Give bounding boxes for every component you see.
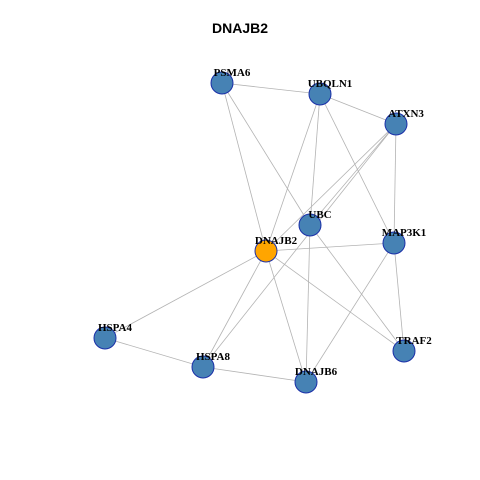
node-label-hspa4: HSPA4 xyxy=(98,322,133,334)
edge-ubc-dnajb6 xyxy=(305,224,311,383)
edge-ubqln1-dnajb2 xyxy=(265,93,321,252)
edge-atxn3-dnajb2 xyxy=(265,123,397,252)
node-hspa8[interactable] xyxy=(191,355,215,379)
node-label-traf2: TRAF2 xyxy=(396,335,432,347)
edge-dnajb2-hspa4 xyxy=(104,250,267,339)
node-layer xyxy=(93,71,416,394)
node-label-dnajb2: DNAJB2 xyxy=(255,235,298,247)
edge-layer xyxy=(104,82,405,383)
node-atxn3[interactable] xyxy=(384,112,408,136)
node-label-map3k1: MAP3K1 xyxy=(382,227,427,239)
edge-dnajb2-map3k1 xyxy=(265,242,395,252)
node-dnajb6[interactable] xyxy=(294,370,318,394)
edge-atxn3-hspa8 xyxy=(202,123,397,368)
node-label-atxn3: ATXN3 xyxy=(388,108,424,120)
node-ubc[interactable] xyxy=(298,213,322,237)
node-label-psma6: PSMA6 xyxy=(214,67,251,79)
edge-psma6-ubc xyxy=(221,82,311,226)
node-psma6[interactable] xyxy=(210,71,234,95)
edge-dnajb2-hspa8 xyxy=(202,250,267,368)
edge-ubqln1-map3k1 xyxy=(319,93,395,244)
edge-ubc-traf2 xyxy=(309,224,405,352)
edge-hspa4-hspa8 xyxy=(104,337,204,368)
edge-atxn3-ubc xyxy=(309,123,397,226)
node-ubqln1[interactable] xyxy=(308,82,332,106)
edge-ubqln1-atxn3 xyxy=(319,93,397,125)
node-dnajb2[interactable] xyxy=(254,239,278,263)
node-label-ubc: UBC xyxy=(308,209,331,221)
node-map3k1[interactable] xyxy=(382,231,406,255)
edge-hspa8-dnajb6 xyxy=(202,366,307,383)
node-hspa4[interactable] xyxy=(93,326,117,350)
edge-dnajb2-traf2 xyxy=(265,250,405,352)
node-label-dnajb6: DNAJB6 xyxy=(295,366,338,378)
edge-psma6-dnajb2 xyxy=(221,82,267,252)
edge-psma6-ubqln1 xyxy=(221,82,321,95)
edge-ubqln1-ubc xyxy=(309,93,321,226)
node-traf2[interactable] xyxy=(392,339,416,363)
edge-map3k1-traf2 xyxy=(393,242,405,352)
node-label-ubqln1: UBQLN1 xyxy=(308,78,353,90)
edge-atxn3-map3k1 xyxy=(393,123,397,244)
diagram-title: DNAJB2 xyxy=(211,20,268,36)
edge-dnajb2-dnajb6 xyxy=(265,250,307,383)
edge-map3k1-dnajb6 xyxy=(305,242,395,383)
node-label-hspa8: HSPA8 xyxy=(196,351,231,363)
